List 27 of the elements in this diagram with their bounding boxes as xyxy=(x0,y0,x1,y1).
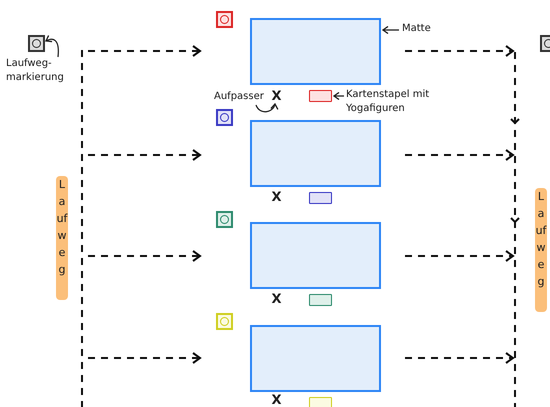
person-mark: X xyxy=(270,191,283,204)
station-marker xyxy=(216,109,233,126)
leader-line xyxy=(255,103,278,112)
card-stack xyxy=(309,397,332,407)
person-mark: X xyxy=(270,394,283,407)
leader-line xyxy=(382,26,399,34)
annotation-text: Matte xyxy=(402,22,442,38)
card-stack xyxy=(309,192,332,204)
annotation-text: Laufweg-markierung xyxy=(6,57,78,89)
station-marker xyxy=(216,11,233,28)
walkway-label: Laufweg xyxy=(535,188,547,312)
mat xyxy=(250,325,381,392)
mat xyxy=(250,222,381,289)
station-marker xyxy=(28,35,45,52)
person-mark: X xyxy=(270,90,283,103)
card-stack xyxy=(309,294,332,306)
mat xyxy=(250,120,381,187)
annotation-text: Aufpasser xyxy=(214,90,268,104)
leader-line xyxy=(45,35,59,58)
mat xyxy=(250,18,381,85)
station-marker xyxy=(216,313,233,330)
annotation-text: Kartenstapel mit Yogafiguren xyxy=(346,88,456,118)
card-stack xyxy=(309,90,332,102)
leader-line xyxy=(333,92,344,100)
person-mark: X xyxy=(270,293,283,306)
walkway-label: Laufweg xyxy=(56,176,68,300)
station-marker xyxy=(216,211,233,228)
